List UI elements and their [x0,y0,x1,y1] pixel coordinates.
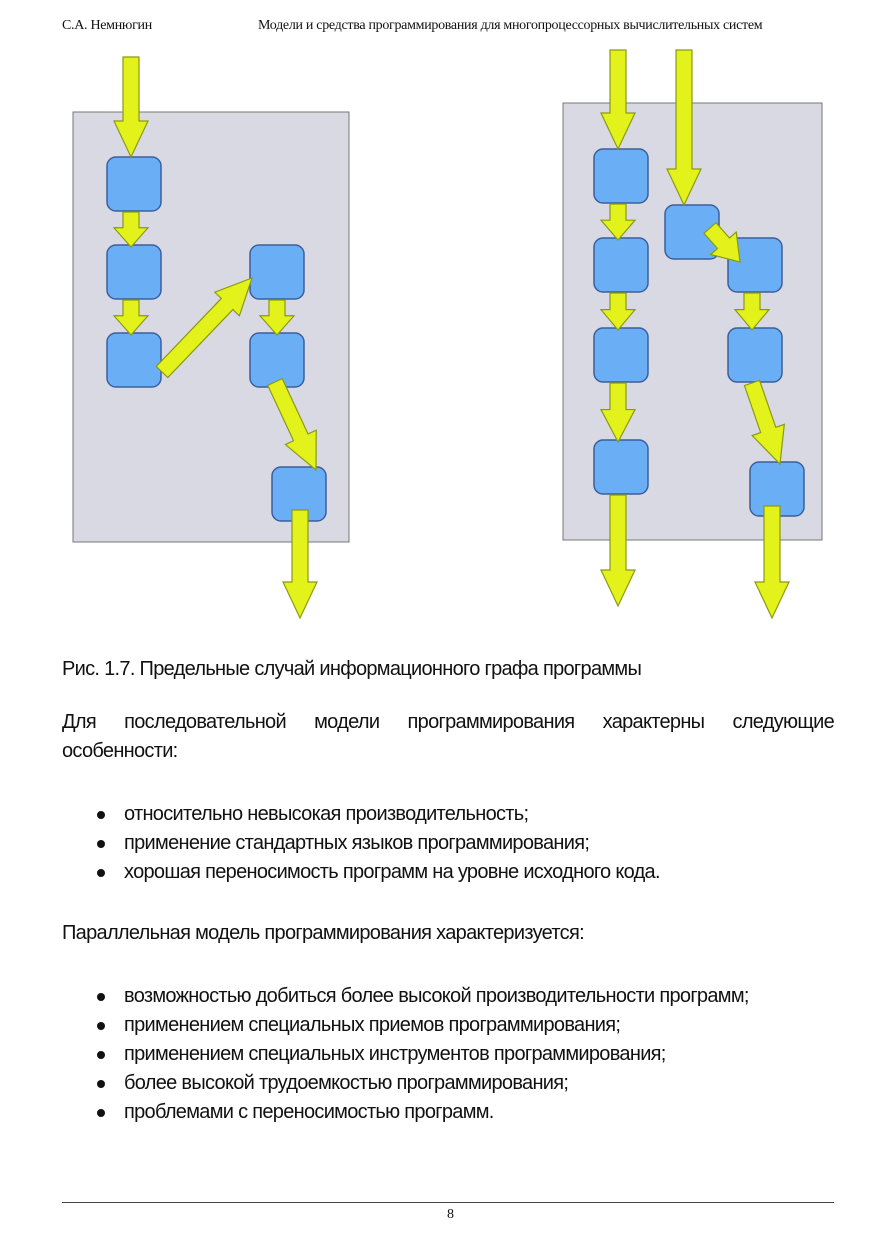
graph-node [727,327,783,383]
flow-arrow [599,292,637,331]
flow-arrow [754,505,790,620]
graph-node [106,332,162,388]
list-item: применением специальных приемов программ… [62,1011,834,1040]
page-number: 8 [447,1207,454,1222]
flow-arrow [282,509,318,620]
list-item: применение стандартных языков программир… [62,829,834,858]
flow-arrow [258,299,296,336]
flow-arrow [600,494,636,608]
list-parallel: возможностью добиться более высокой прои… [62,982,834,1127]
information-graph-figure [72,49,823,620]
graph-node [593,148,649,204]
flow-arrow [599,203,637,241]
flow-arrow [113,56,149,159]
flow-arrow [666,49,702,207]
flow-arrow [733,292,771,331]
list-item: применением специальных инструментов про… [62,1040,834,1069]
figure-caption: Рис. 1.7. Предельные случай информационн… [62,658,642,680]
graph-node [593,237,649,293]
list-sequential: относительно невысокая производительност… [62,800,834,887]
list-item: относительно невысокая производительност… [62,800,834,829]
flow-arrow [112,299,150,336]
header-author: С.А. Немнюгин [62,18,152,33]
graph-node [593,327,649,383]
flow-arrow [600,382,636,444]
graph-node [249,332,305,388]
graph-node [106,156,162,212]
header-title: Модели и средства программирования для м… [258,18,763,33]
graph-node [727,237,783,293]
flow-arrow [703,221,741,263]
flow-arrow [743,379,786,466]
graph-node [593,439,649,495]
paragraph-sequential: Для последовательной модели программиров… [62,711,835,762]
flow-arrow [266,377,317,472]
paragraph-parallel: Параллельная модель программирования хар… [62,922,585,944]
list-item: возможностью добиться более высокой прои… [62,982,834,1011]
graph-node [249,244,305,300]
flow-arrow [112,211,150,248]
flow-arrow [600,49,636,151]
list-item: проблемами с переносимостью программ. [62,1098,834,1127]
list-item: более высокой трудоемкостью программиров… [62,1069,834,1098]
graph-node [106,244,162,300]
list-item: хорошая переносимость программ на уровне… [62,858,834,887]
footer-rule [62,1202,834,1203]
flow-arrow [155,276,253,379]
